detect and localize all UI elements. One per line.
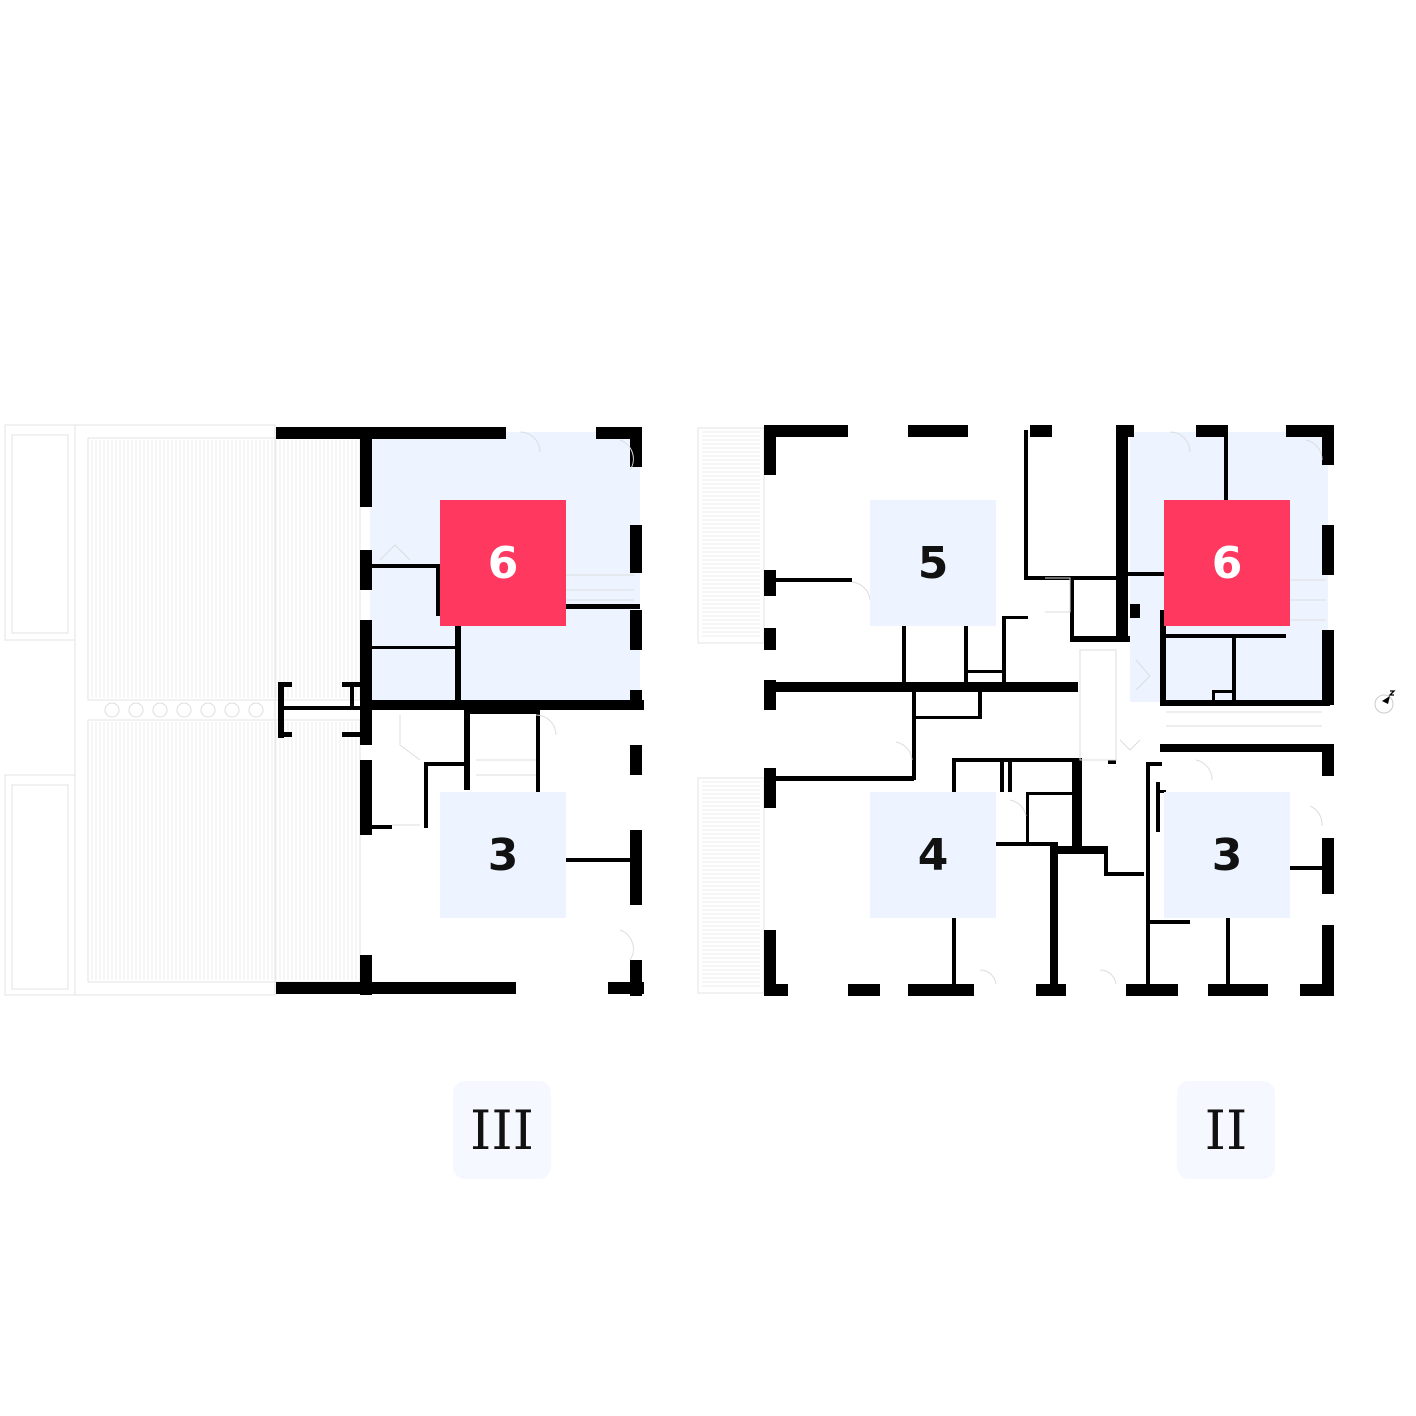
balcony-hatch [702,431,760,987]
balcony-left [697,427,765,994]
unit-label-5-section-ii[interactable]: 5 [870,500,996,626]
unit-label-4-section-ii[interactable]: 4 [870,792,996,918]
building-iii [4,424,644,996]
details-iii [379,431,634,961]
terrace-area [4,424,361,996]
terrace-posts [104,702,264,718]
unit-label-6-section-iii[interactable]: 6 [440,500,566,626]
section-label-iii[interactable]: III [453,1081,551,1179]
walls-ii [764,425,1334,996]
unit-label-3-section-ii[interactable]: 3 [1164,792,1290,918]
section-label-ii[interactable]: II [1177,1081,1275,1179]
compass-icon [1374,690,1396,714]
unit-label-6-section-ii[interactable]: 6 [1164,500,1290,626]
unit-label-3-section-iii[interactable]: 3 [440,792,566,918]
terrace-hatch [91,440,357,980]
details-ii [851,431,1326,985]
